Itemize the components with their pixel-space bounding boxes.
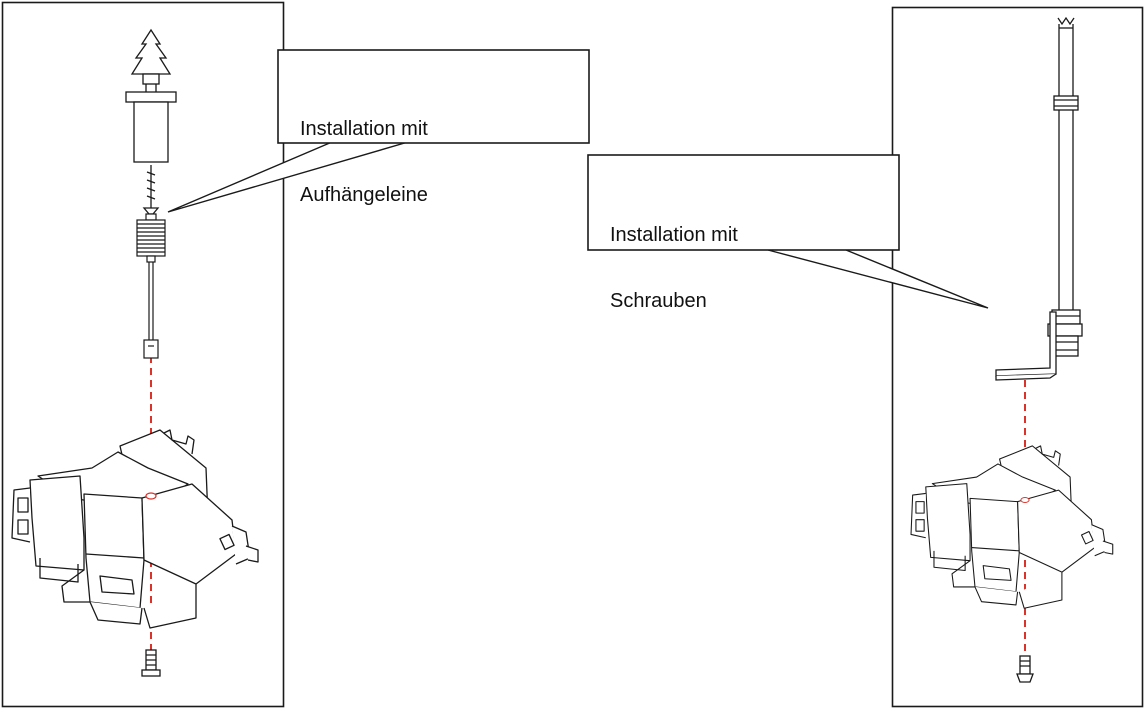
top-nut: [1053, 95, 1079, 111]
left-callout-pointer: [167, 141, 409, 213]
threaded-rod: [1057, 16, 1075, 310]
right-callout-line-1: Installation mit: [610, 224, 738, 246]
ceiling-canopy: [125, 91, 177, 163]
left-callout-line-1: Installation mit: [300, 118, 428, 140]
l-bracket: [995, 311, 1057, 381]
right-t-connector: [910, 445, 1114, 609]
left-callout-box: [277, 49, 590, 144]
wall-anchor: [130, 28, 172, 92]
right-callout-pointer: [767, 249, 989, 309]
left-panel-frame: [1, 1, 285, 708]
right-panel-frame: [891, 6, 1144, 708]
right-bottom-screw: [1016, 655, 1034, 683]
cable-gripper: [136, 213, 166, 263]
left-t-connector: [11, 429, 259, 629]
left-callout-line-2: Aufhängeleine: [300, 184, 428, 206]
right-callout-text: Installation mit Schrauben: [610, 180, 738, 334]
left-callout: [167, 49, 590, 213]
suspension-cable: [143, 262, 159, 359]
right-callout-box: [587, 154, 900, 251]
left-panel: [1, 1, 285, 708]
suspension-screw: [142, 165, 160, 215]
right-callout-line-2: Schrauben: [610, 290, 707, 312]
left-bottom-screw: [141, 649, 161, 677]
right-panel: [891, 6, 1144, 708]
left-callout-text: Installation mit Aufhängeleine: [300, 74, 428, 228]
right-callout: [587, 154, 989, 309]
